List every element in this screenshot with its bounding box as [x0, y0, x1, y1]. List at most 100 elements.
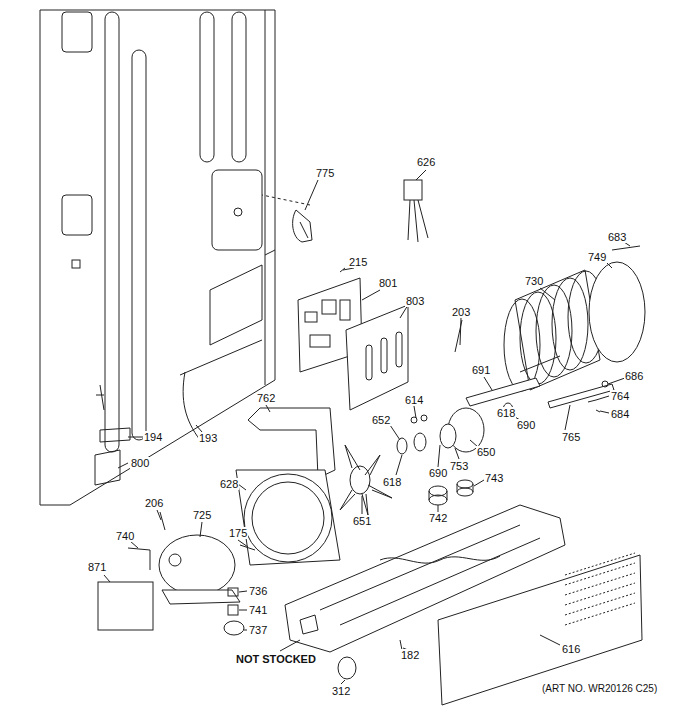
- clamp: [300, 222, 308, 238]
- callout-number: 690: [516, 419, 536, 431]
- cabinet-back: [132, 50, 146, 440]
- control-board: [340, 300, 350, 320]
- callout-number: 765: [561, 431, 581, 443]
- cabinet-back: [232, 12, 246, 162]
- cabinet-back: [40, 10, 275, 505]
- cabinet-back: [62, 195, 92, 235]
- callout-number: 618: [496, 407, 516, 419]
- leader-lines: [414, 406, 416, 418]
- callout-number: 691: [471, 364, 491, 376]
- cabinet-back: [40, 10, 275, 505]
- clamp: [262, 195, 310, 205]
- callout-number: 650: [476, 446, 496, 458]
- callout-number: 737: [248, 624, 268, 636]
- fan-shroud: [236, 470, 340, 565]
- callout-number: 871: [87, 561, 107, 573]
- condenser-coil: [515, 270, 600, 390]
- leader-lines: [266, 405, 270, 412]
- compressor: [159, 535, 240, 604]
- compressor: [159, 535, 235, 595]
- wire-connector: [404, 180, 422, 200]
- leader-lines: [474, 480, 484, 486]
- small-parts: [228, 605, 238, 615]
- leader-lines: [118, 463, 128, 468]
- leader-lines: [608, 378, 625, 384]
- board-cover: [346, 305, 408, 410]
- cabinet-back: [72, 260, 80, 268]
- leader-lines: [460, 318, 461, 345]
- small-parts: [95, 372, 255, 635]
- end-plate: [589, 246, 645, 362]
- callout-number: 686: [624, 370, 644, 382]
- fan-bracket: [596, 410, 600, 412]
- leader-lines: [128, 437, 143, 438]
- leader-lines: [280, 640, 300, 651]
- clamp: [262, 195, 312, 242]
- grommet: [457, 480, 473, 488]
- board-cover: [381, 338, 387, 373]
- callout-number: 652: [371, 414, 391, 426]
- callout-number: 616: [561, 643, 581, 655]
- end-plate: [612, 246, 640, 250]
- leader-lines: [157, 510, 161, 520]
- board-cover: [346, 305, 408, 410]
- leader-lines: [200, 522, 202, 537]
- control-board: [322, 300, 336, 314]
- note-text: NOT STOCKED: [235, 653, 317, 665]
- fan-motor: [440, 424, 456, 448]
- compressor: [169, 554, 181, 566]
- clamp: [293, 210, 312, 242]
- fan-bracket: [602, 381, 608, 387]
- callout-number: 683: [607, 231, 627, 243]
- cabinet-back: [200, 12, 214, 162]
- cabinet-back: [105, 12, 119, 452]
- leader-lines: [362, 290, 380, 300]
- callout-number: 614: [404, 394, 424, 406]
- cabinet-back: [212, 170, 262, 250]
- callout-number: 742: [428, 512, 448, 524]
- fan-shroud: [244, 474, 332, 562]
- callout-number: 764: [610, 390, 630, 402]
- callout-number: 628: [219, 478, 239, 490]
- callout-number: 203: [451, 306, 471, 318]
- fan-shroud: [252, 482, 324, 554]
- callout-number: 743: [484, 472, 504, 484]
- callout-number: 753: [449, 460, 469, 472]
- callout-number: 801: [378, 277, 398, 289]
- leader-lines: [484, 377, 492, 390]
- callout-number: 618: [382, 476, 402, 488]
- board-cover: [366, 345, 372, 380]
- roller: [338, 657, 356, 679]
- condenser-coil: [504, 270, 604, 391]
- callout-number: 775: [315, 167, 335, 179]
- control-board: [305, 312, 317, 322]
- condenser-coil: [504, 299, 540, 391]
- electrical-box: [98, 582, 153, 630]
- cabinet-back: [180, 340, 262, 375]
- callout-number: 194: [143, 431, 163, 443]
- air-duct: [248, 408, 335, 478]
- cabinet-back: [96, 385, 104, 410]
- condenser-coil: [520, 356, 560, 372]
- callout-number: 215: [348, 256, 368, 268]
- wire-connector: [404, 180, 428, 242]
- leader-lines: [396, 455, 402, 475]
- fan-blade: [350, 466, 370, 494]
- small-parts: [100, 428, 130, 442]
- small-parts: [160, 512, 165, 530]
- base-pan: [380, 556, 500, 563]
- callout-number: 749: [587, 251, 607, 263]
- fan-motor: [421, 415, 427, 421]
- fan-motor: [414, 433, 426, 451]
- note-text: (ART NO. WR20126 C25): [541, 683, 658, 695]
- fan-bracket: [548, 384, 614, 408]
- leader-lines: [362, 496, 363, 514]
- base-pan: [300, 615, 318, 634]
- callout-number: 626: [416, 156, 436, 168]
- fan-bracket: [466, 378, 540, 406]
- fan-bracket: [588, 400, 596, 402]
- callout-number: 725: [192, 509, 212, 521]
- cabinet-back: [210, 265, 262, 345]
- grommet: [429, 495, 447, 505]
